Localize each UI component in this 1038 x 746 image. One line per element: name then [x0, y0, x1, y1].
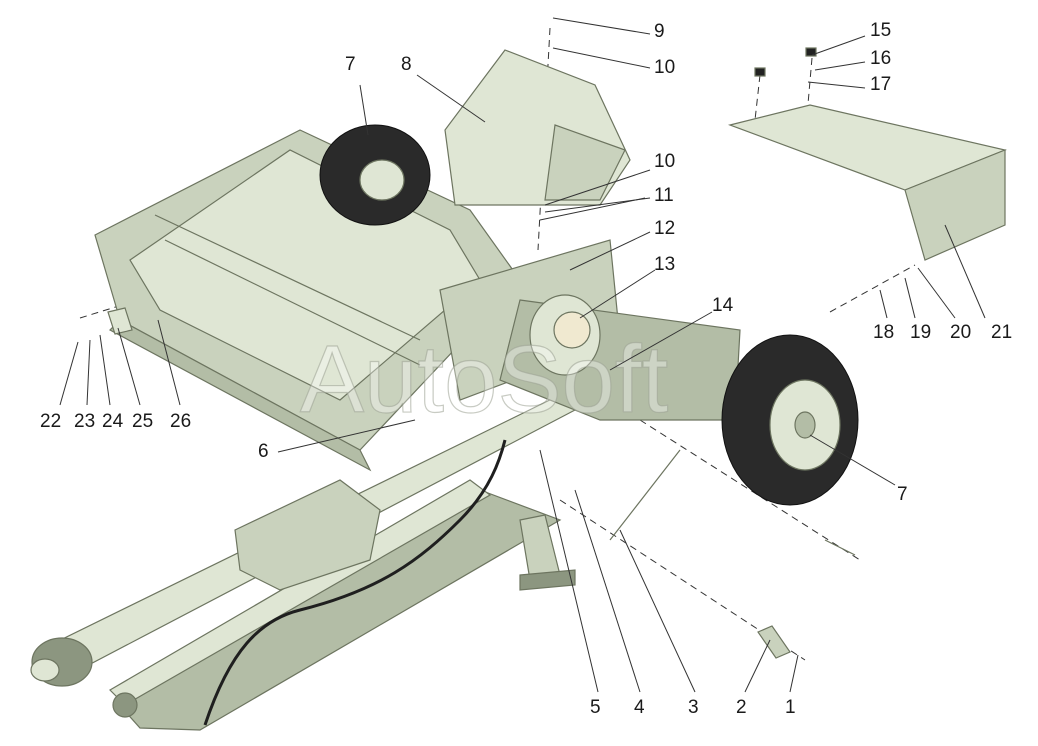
rear-wheel — [319, 124, 431, 226]
callout-3: 3 — [688, 697, 699, 718]
callout-18: 18 — [873, 322, 894, 343]
callout-20: 20 — [950, 322, 971, 343]
callout-13: 13 — [654, 254, 675, 275]
callout-5: 5 — [590, 697, 601, 718]
hardware — [107, 47, 856, 659]
cover-panel — [727, 104, 1008, 261]
callout-labels: 1 2 3 4 5 6 7 7 8 9 10 10 11 12 13 14 15… — [40, 20, 1012, 718]
leader-lines — [59, 17, 986, 693]
watermark: AutoSoft — [300, 326, 668, 433]
callout-14: 14 — [712, 295, 734, 316]
side-wheel — [721, 334, 859, 506]
callout-25: 25 — [132, 411, 153, 432]
callout-10-mid: 10 — [654, 151, 675, 172]
callout-15: 15 — [870, 20, 891, 41]
callout-1: 1 — [785, 697, 796, 718]
callout-12: 12 — [654, 218, 675, 239]
callout-8: 8 — [401, 54, 412, 75]
callout-19: 19 — [910, 322, 931, 343]
callout-17: 17 — [870, 74, 891, 95]
callout-10-top: 10 — [654, 57, 675, 78]
callout-22: 22 — [40, 411, 61, 432]
belt-guard — [444, 49, 631, 206]
callout-7-rear: 7 — [345, 54, 356, 75]
callout-7-side: 7 — [897, 484, 908, 505]
hydraulic-hose — [203, 439, 507, 726]
callout-4: 4 — [634, 697, 645, 718]
callout-23: 23 — [74, 411, 95, 432]
callout-26: 26 — [170, 411, 191, 432]
callout-9: 9 — [654, 21, 665, 42]
tow-frame — [109, 479, 576, 731]
callout-11: 11 — [654, 185, 674, 206]
callout-21: 21 — [991, 322, 1012, 343]
callout-24: 24 — [102, 411, 124, 432]
pto-shaft — [30, 394, 577, 687]
callout-16: 16 — [870, 48, 891, 69]
callout-2: 2 — [736, 697, 747, 718]
callout-6: 6 — [258, 441, 269, 462]
